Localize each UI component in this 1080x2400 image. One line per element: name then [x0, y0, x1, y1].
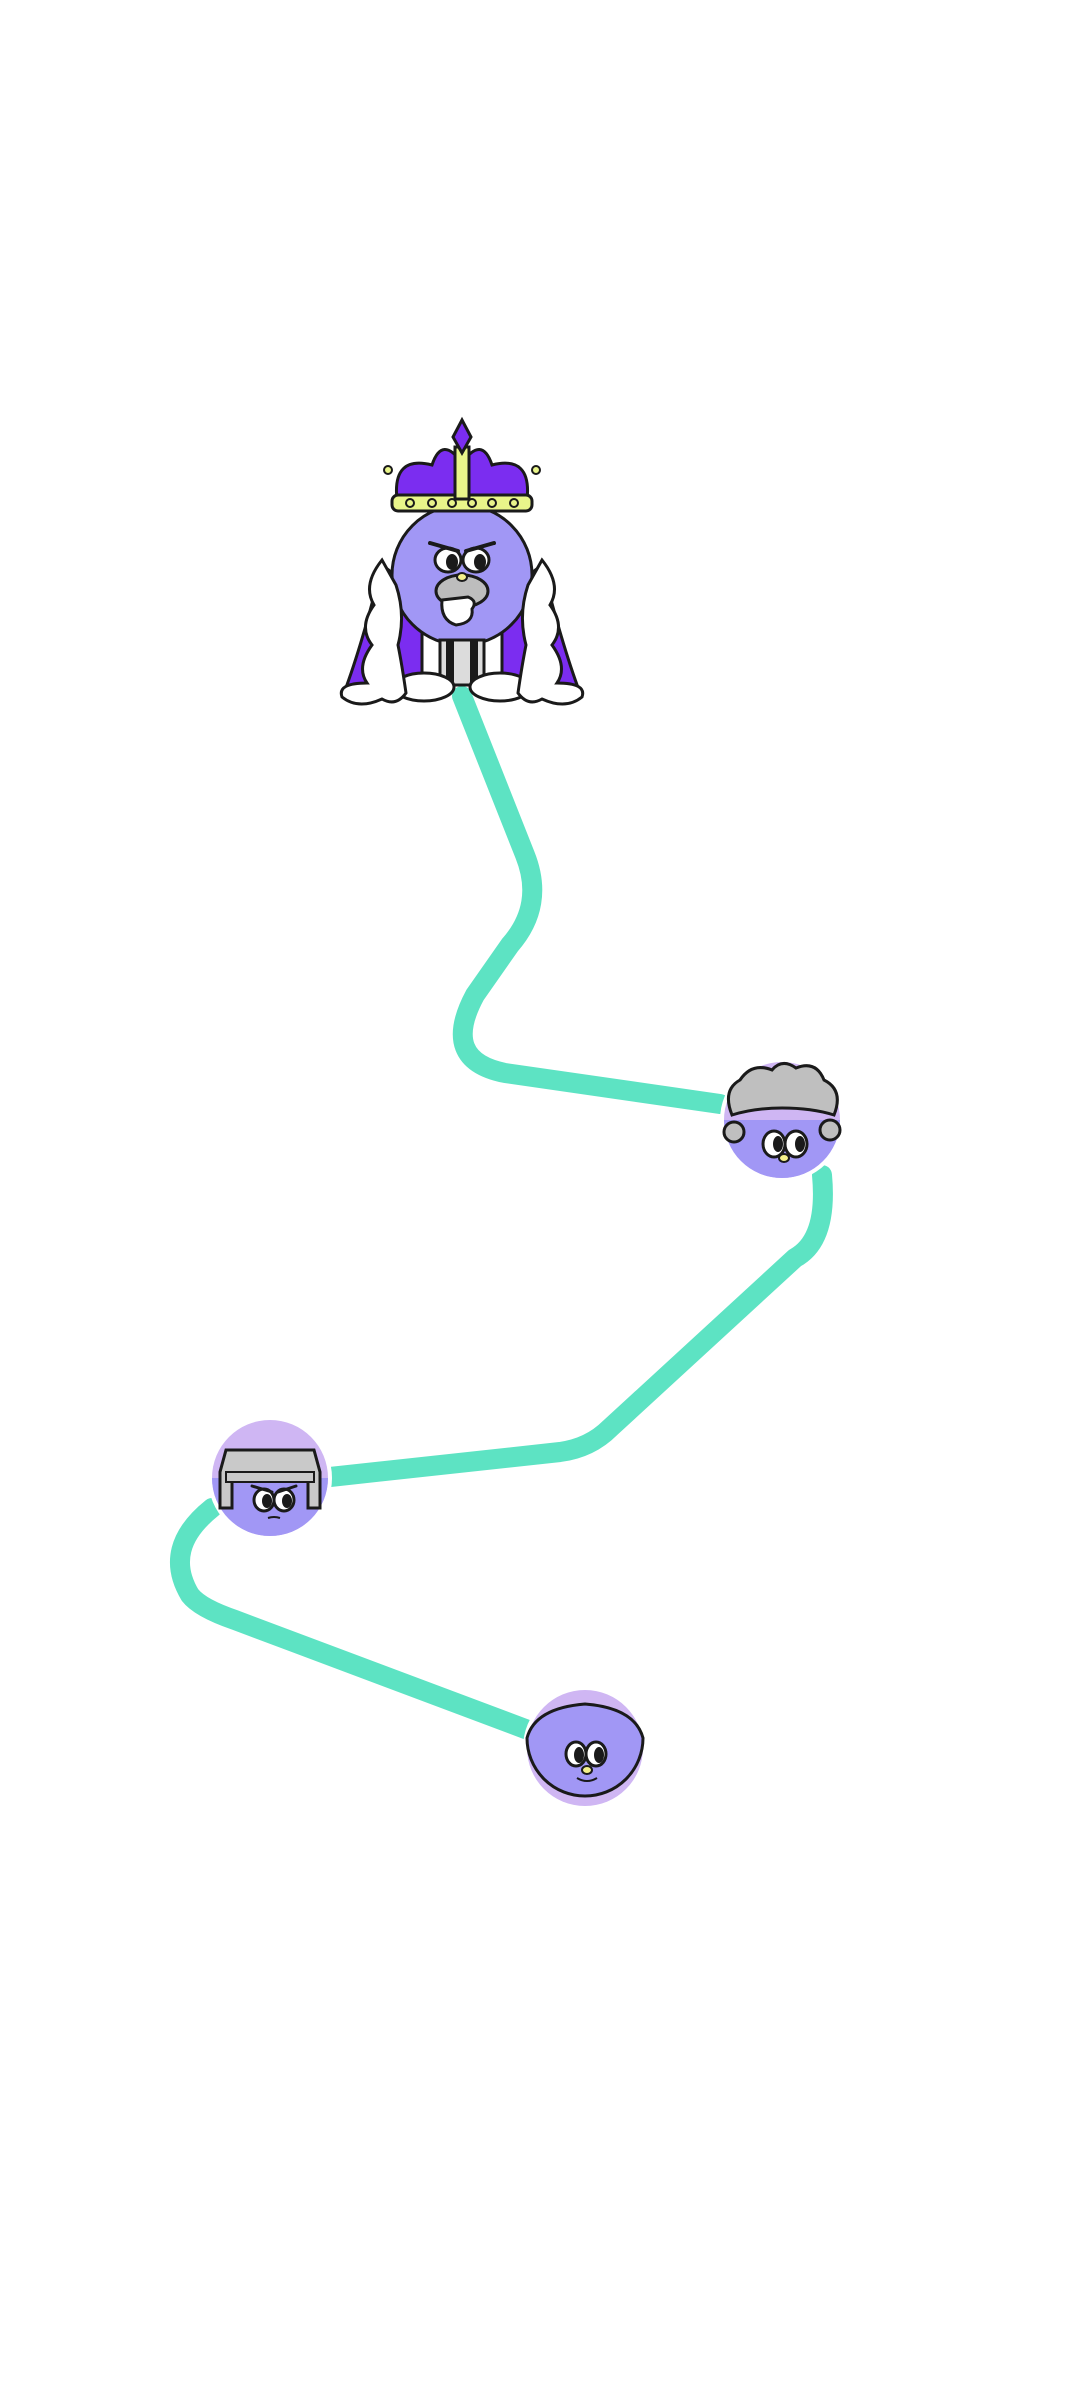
king-node[interactable] [339, 416, 585, 706]
queen-character-icon [722, 1062, 842, 1178]
knight-node[interactable] [208, 1416, 332, 1540]
level-path [169, 686, 833, 1740]
pawn-character-icon [525, 1690, 645, 1806]
pawn-node[interactable] [523, 1686, 647, 1810]
king-character-icon [339, 416, 585, 706]
queen-node[interactable] [720, 1058, 844, 1182]
knight-character-icon [212, 1420, 328, 1536]
